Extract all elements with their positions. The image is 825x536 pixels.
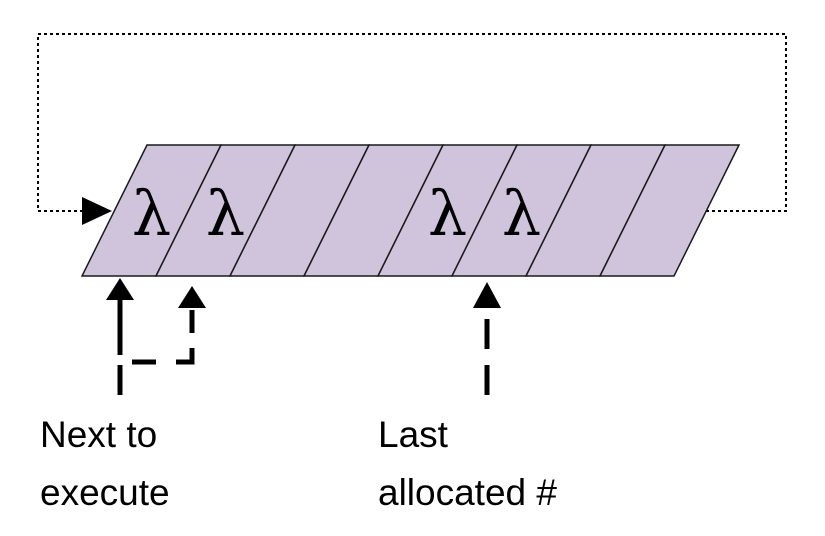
last-pointer-arrowhead [473, 282, 501, 308]
lambda-symbol: λ [428, 177, 467, 250]
next-label-line1: Next to [40, 414, 157, 455]
next-advance-arrowhead [178, 286, 206, 308]
wraparound-loop [37, 33, 787, 212]
next-pointer-arrowhead [106, 278, 134, 300]
next-label-line2: execute [40, 472, 170, 513]
lambda-symbol: λ [206, 177, 245, 250]
last-label-line1: Last [378, 414, 449, 455]
next-advance-bracket [117, 310, 195, 395]
wraparound-arrowhead [82, 197, 112, 225]
last-label-line2: allocated # [378, 472, 557, 513]
buffer-slot [598, 144, 741, 277]
lambda-symbol: λ [132, 177, 171, 250]
lambda-symbol: λ [502, 177, 541, 250]
